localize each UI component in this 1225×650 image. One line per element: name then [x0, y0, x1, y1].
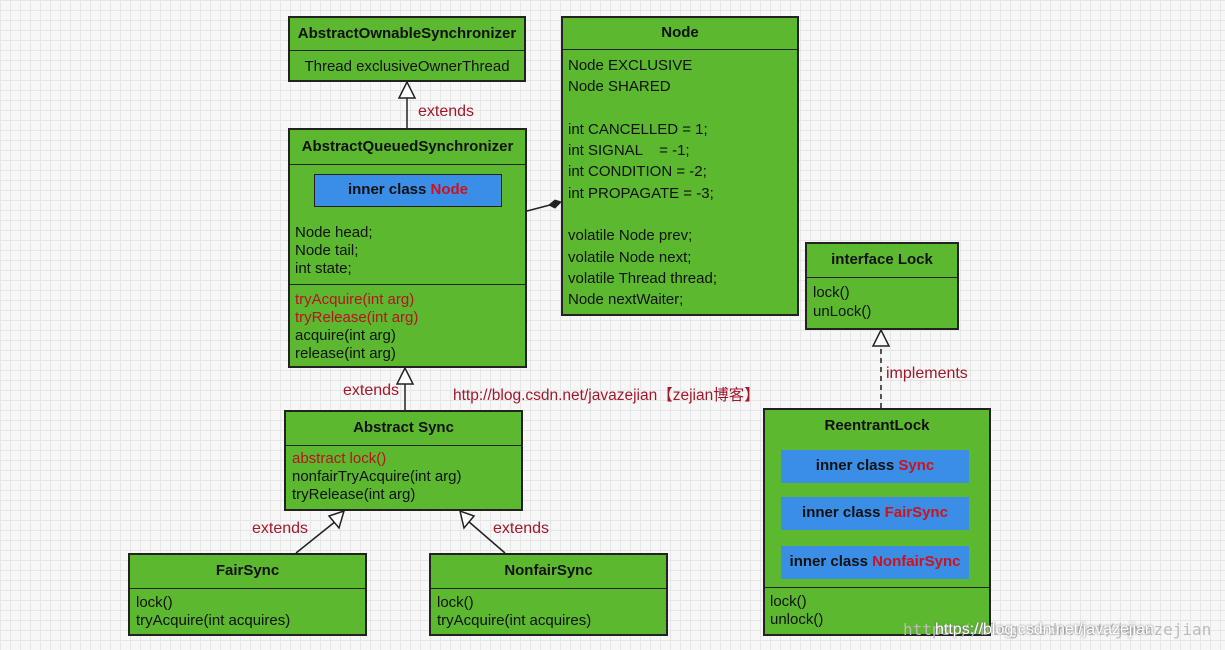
extends-label: extends: [418, 103, 475, 120]
fields-section: Node head; Node tail; int state;: [290, 224, 525, 285]
class-title: AbstractQueuedSynchronizer: [290, 130, 525, 165]
extends-fair-sync-line: [295, 520, 337, 554]
member: int PROPAGATE = -3;: [568, 184, 714, 202]
blank-line: [568, 204, 797, 225]
class-abstract-queued-synchronizer: AbstractQueuedSynchronizer inner class N…: [288, 128, 527, 368]
watermark: https://blog.csdn.net/javazejian: [935, 621, 1154, 638]
class-title: FairSync: [130, 555, 365, 589]
member: int SIGNAL = -1;: [568, 142, 690, 160]
member: int CANCELLED = 1;: [568, 120, 708, 138]
member: volatile Node prev;: [568, 227, 693, 245]
watermark: https://blog.csdn.net/javazejian: [903, 620, 1212, 639]
interface-lock: interface Lock lock() unLock(): [805, 242, 959, 330]
class-title: ReentrantLock: [824, 417, 930, 434]
extends-label: extends: [343, 382, 400, 399]
class-nonfair-sync: NonfairSync lock() tryAcquire(int acquir…: [429, 553, 668, 636]
class-abstract-ownable-synchronizer: AbstractOwnableSynchronizer Thread exclu…: [288, 16, 526, 82]
member: volatile Thread thread;: [568, 269, 717, 287]
methods-section: lock() unlock(): [765, 587, 989, 629]
implements-arrow: [871, 328, 891, 347]
member: Node SHARED: [568, 78, 671, 96]
inner-class-name: Sync: [898, 457, 935, 474]
method: lock(): [770, 593, 807, 610]
class-title: interface Lock: [807, 244, 957, 278]
member: Node nextWaiter;: [568, 291, 684, 309]
inner-class-node: inner class Node: [314, 174, 502, 207]
class-title: NonfairSync: [431, 555, 666, 589]
method: unlock(): [770, 611, 824, 628]
extends-label: extends: [493, 520, 550, 537]
method: abstract lock(): [292, 450, 387, 467]
blog-url-label: http://blog.csdn.net/javazejian【zejian博客…: [453, 387, 760, 404]
method: acquire(int arg): [295, 327, 396, 344]
methods-section: tryAcquire(int arg) tryRelease(int arg) …: [290, 291, 525, 363]
field: Node tail;: [295, 242, 359, 259]
inner-class-name: FairSync: [884, 504, 948, 521]
inner-class-prefix: inner class: [347, 181, 431, 198]
class-reentrant-lock: ReentrantLock inner class Sync inner cla…: [763, 408, 991, 636]
inner-class-prefix: inner class: [815, 457, 899, 474]
inner-class-name: NonfairSync: [872, 553, 961, 570]
member: int CONDITION = -2;: [568, 163, 707, 181]
extends-nonfair-sync-arrow: [458, 509, 476, 530]
composition-aqs-node-line: [526, 204, 551, 212]
composition-diamond-icon: [548, 199, 562, 209]
method: tryAcquire(int acquires): [136, 612, 291, 629]
field: Thread exclusiveOwnerThread: [304, 58, 510, 75]
blank-line: [568, 98, 797, 119]
member: volatile Node next;: [568, 248, 692, 266]
implements-label: implements: [886, 365, 968, 382]
class-title: Abstract Sync: [286, 412, 521, 446]
inner-class-sync: inner class Sync: [781, 450, 969, 483]
inner-class-prefix: inner class: [789, 553, 873, 570]
inner-class-fair-sync: inner class FairSync: [781, 497, 969, 530]
method: lock(): [136, 594, 173, 611]
extends-sync-aqs-arrow: [395, 366, 415, 385]
method: nonfairTryAcquire(int arg): [292, 468, 462, 485]
extends-label: extends: [252, 520, 309, 537]
class-node: Node Node EXCLUSIVE Node SHARED int CANC…: [561, 16, 799, 316]
node-members: Node EXCLUSIVE Node SHARED int CANCELLED…: [563, 50, 797, 311]
field: Node head;: [295, 224, 373, 241]
class-abstract-sync: Abstract Sync abstract lock() nonfairTry…: [284, 410, 523, 511]
class-title: Node: [563, 18, 797, 50]
extends-nonfair-sync-line: [467, 520, 506, 554]
method: tryAcquire(int acquires): [437, 612, 592, 629]
method: tryAcquire(int arg): [295, 291, 415, 308]
method: unLock(): [813, 303, 872, 320]
method: tryRelease(int arg): [295, 309, 419, 326]
method: release(int arg): [295, 345, 396, 362]
class-fair-sync: FairSync lock() tryAcquire(int acquires): [128, 553, 367, 636]
inner-class-prefix: inner class: [802, 504, 885, 521]
method: lock(): [437, 594, 474, 611]
field: int state;: [295, 260, 352, 277]
member: Node EXCLUSIVE: [568, 57, 693, 74]
class-title: AbstractOwnableSynchronizer: [290, 18, 524, 51]
inner-class-nonfair-sync: inner class NonfairSync: [781, 546, 969, 579]
method: tryRelease(int arg): [292, 486, 416, 503]
extends-aqs-aos-arrow: [397, 80, 417, 99]
inner-class-name: Node: [430, 181, 469, 198]
extends-fair-sync-arrow: [327, 509, 346, 530]
method: lock(): [813, 284, 850, 301]
